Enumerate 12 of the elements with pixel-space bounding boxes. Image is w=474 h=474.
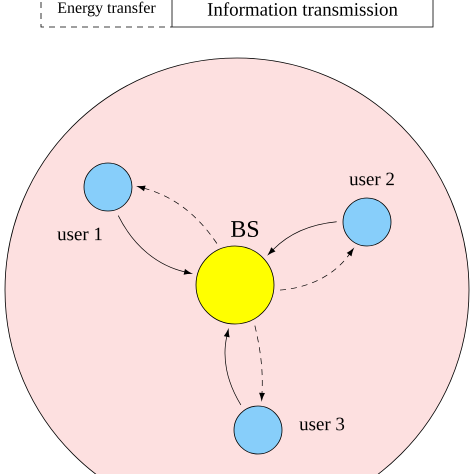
legend-entry: Information transmission xyxy=(172,0,434,28)
arrow xyxy=(254,325,265,401)
arrow xyxy=(268,221,337,255)
base-station-label: BS xyxy=(231,220,258,238)
user-label: user 3 xyxy=(299,418,344,430)
arrow xyxy=(137,186,218,244)
legend-entry: Energy transfer xyxy=(40,0,172,28)
arrow xyxy=(280,248,354,290)
arrow xyxy=(224,329,242,406)
arrow xyxy=(118,215,192,275)
user-label: user 2 xyxy=(349,172,394,186)
user-label: user 1 xyxy=(57,228,102,240)
